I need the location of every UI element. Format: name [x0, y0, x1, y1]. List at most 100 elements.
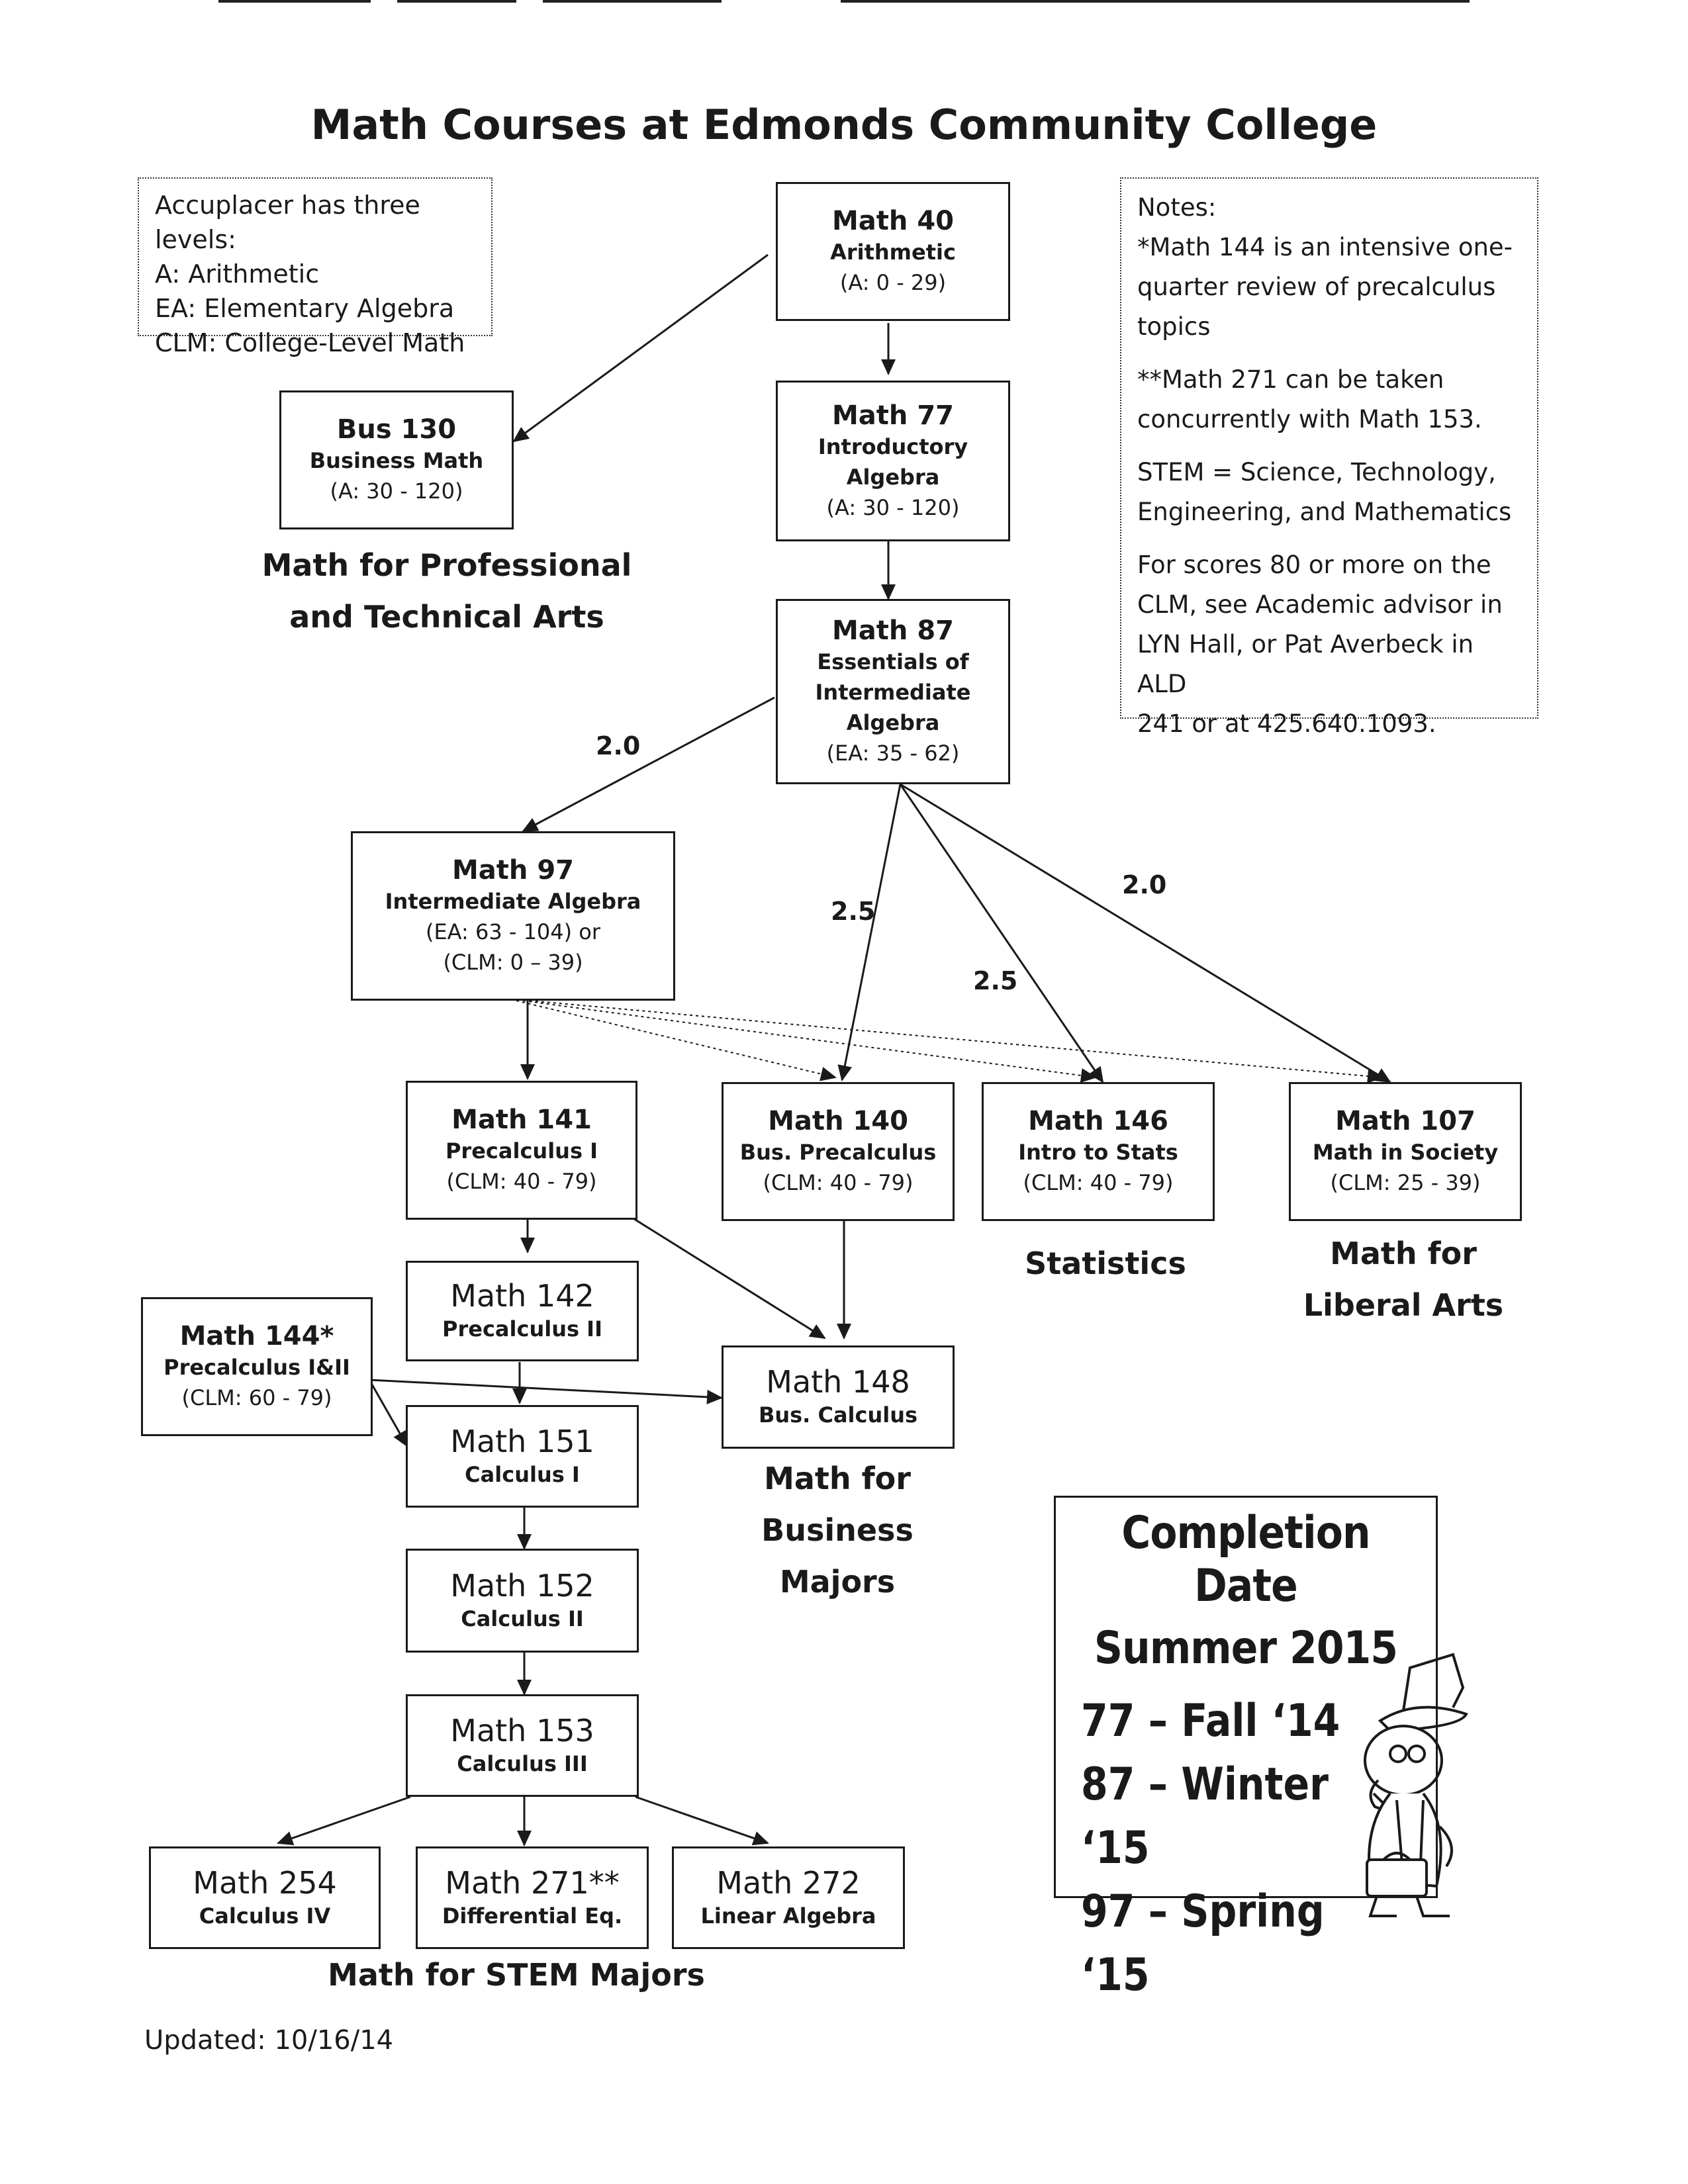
caption-line: and Technical Arts: [289, 599, 604, 635]
course-range: (A: 0 - 29): [839, 270, 947, 295]
caption-liberal-arts: Math for Liberal Arts: [1284, 1228, 1523, 1331]
course-range: (A: 30 - 120): [330, 478, 463, 504]
caption-line: Majors: [779, 1564, 896, 1600]
course-name: Intro to Stats: [1018, 1140, 1178, 1165]
course-range: (CLM: 40 - 79): [763, 1170, 914, 1195]
dotted-97-to-140: [516, 1000, 837, 1081]
course-math144: Math 144* Precalculus I&II (CLM: 60 - 79…: [141, 1297, 373, 1436]
caption-professional: Math for Professional and Technical Arts: [252, 539, 642, 643]
course-code: Math 271**: [445, 1864, 620, 1901]
course-math254: Math 254 Calculus IV: [149, 1846, 381, 1949]
completion-subheading: Summer 2015: [1094, 1622, 1398, 1674]
caption-line: Statistics: [1025, 1246, 1186, 1281]
course-bus130: Bus 130 Business Math (A: 30 - 120): [279, 390, 514, 529]
completion-term: 97 – Spring ‘15: [1081, 1886, 1325, 2001]
course-code: Math 254: [193, 1864, 337, 1901]
caption-line: Math for STEM Majors: [328, 1957, 705, 1993]
course-name: Arithmetic: [830, 240, 956, 265]
course-code: Bus 130: [336, 414, 457, 445]
course-math107: Math 107 Math in Society (CLM: 25 - 39): [1289, 1082, 1522, 1221]
completion-term: 77 – Fall ‘14: [1081, 1695, 1340, 1747]
note-line: CLM, see Academic advisor in: [1137, 590, 1503, 619]
course-name: Intermediate Algebra: [385, 889, 641, 914]
course-range: (A: 30 - 120): [826, 494, 960, 520]
caption-line: Business: [761, 1512, 914, 1548]
course-name: Algebra: [846, 710, 940, 735]
arrow-87-to-97: [522, 696, 775, 833]
course-math87: Math 87 Essentials of Intermediate Algeb…: [776, 599, 1010, 784]
course-range: (CLM: 25 - 39): [1330, 1170, 1481, 1195]
arrow-153-to-254: [277, 1796, 411, 1846]
course-name: Calculus I: [465, 1461, 580, 1487]
course-name: Calculus III: [457, 1751, 588, 1776]
course-code: Math 153: [450, 1712, 594, 1749]
course-math141: Math 141 Precalculus I (CLM: 40 - 79): [406, 1081, 637, 1220]
course-name: Calculus II: [461, 1606, 584, 1631]
accuplacer-legend: Accuplacer has three levels: A: Arithmet…: [138, 177, 492, 357]
course-name: Precalculus I&II: [164, 1355, 350, 1380]
notes-box: Notes: *Math 144 is an intensive one- qu…: [1120, 177, 1538, 738]
completion-sign: Completion Date Summer 2015 77 – Fall ‘1…: [1054, 1496, 1438, 2001]
course-math272: Math 272 Linear Algebra: [672, 1846, 905, 1949]
course-math140: Math 140 Bus. Precalculus (CLM: 40 - 79): [722, 1082, 955, 1221]
grade-label: 2.5: [831, 897, 876, 926]
course-range: (EA: 63 - 104) or: [425, 919, 601, 944]
notes-heading: Notes:: [1137, 193, 1217, 222]
course-name: Introductory: [818, 433, 968, 459]
note-line: For scores 80 or more on the: [1137, 551, 1491, 579]
course-math151: Math 151 Calculus I: [406, 1405, 639, 1508]
course-name: Essentials of: [817, 649, 969, 674]
course-name: Math in Society: [1312, 1140, 1499, 1165]
arrow-87-to-107: [900, 783, 1391, 1083]
note-line: LYN Hall, or Pat Averbeck in ALD: [1137, 630, 1474, 698]
legend-item: EA: Elementary Algebra: [155, 294, 455, 323]
course-name: Linear Algebra: [700, 1903, 876, 1929]
course-code: Math 141: [451, 1105, 592, 1135]
course-code: Math 272: [716, 1864, 861, 1901]
note-line: **Math 271 can be taken: [1137, 365, 1444, 394]
course-name: Calculus IV: [199, 1903, 331, 1929]
course-math77: Math 77 Introductory Algebra (A: 30 - 12…: [776, 381, 1010, 541]
legend-item: CLM: College-Level Math: [155, 328, 465, 357]
course-name: Business Math: [309, 448, 484, 473]
grade-label: 2.5: [973, 966, 1018, 995]
note-line: quarter review of precalculus: [1137, 273, 1496, 301]
course-math148: Math 148 Bus. Calculus: [722, 1345, 955, 1449]
arrow-87-to-146: [899, 784, 1104, 1083]
course-name: Bus. Calculus: [758, 1402, 918, 1428]
arrow-153-to-272: [635, 1796, 769, 1846]
page-title: Math Courses at Edmonds Community Colleg…: [310, 101, 1378, 149]
caption-line: Liberal Arts: [1303, 1287, 1504, 1323]
top-rule: [841, 0, 1470, 3]
caption-statistics: Statistics: [993, 1238, 1218, 1289]
arrow-144-to-148: [369, 1379, 723, 1404]
caption-line: Math for Professional: [261, 547, 632, 583]
course-range: (CLM: 40 - 79): [446, 1169, 597, 1194]
note-line: *Math 144 is an intensive one-: [1137, 233, 1513, 261]
course-code: Math 148: [766, 1364, 910, 1400]
caption-line: Math for: [764, 1461, 911, 1496]
grade-label: 2.0: [1122, 870, 1167, 899]
note-line: 241 or at 425.640.1093.: [1137, 709, 1436, 738]
dotted-97-to-107: [529, 1000, 1383, 1083]
course-range: (EA: 35 - 62): [826, 741, 960, 766]
course-math271: Math 271** Differential Eq.: [416, 1846, 649, 1949]
course-math40: Math 40 Arithmetic (A: 0 - 29): [776, 182, 1010, 321]
caption-business: Math for Business Majors: [728, 1453, 947, 1608]
course-code: Math 146: [1028, 1106, 1168, 1136]
course-range: (CLM: 0 – 39): [443, 950, 583, 975]
course-name: Precalculus I: [445, 1138, 598, 1163]
course-code: Math 87: [832, 615, 954, 646]
course-range: (CLM: 40 - 79): [1023, 1170, 1174, 1195]
course-code: Math 151: [450, 1423, 594, 1459]
course-range: (CLM: 60 - 79): [181, 1385, 332, 1410]
course-code: Math 40: [832, 206, 954, 236]
arrow-144-to-151: [368, 1379, 408, 1447]
completion-heading: Completion Date: [1121, 1507, 1370, 1612]
updated-date: Updated: 10/16/14: [144, 2025, 394, 2056]
course-math152: Math 152 Calculus II: [406, 1549, 639, 1653]
completion-term: 87 – Winter ‘15: [1081, 1758, 1329, 1874]
caption-stem: Math for STEM Majors: [285, 1949, 748, 2001]
note-line: concurrently with Math 153.: [1137, 405, 1482, 433]
note-line: STEM = Science, Technology,: [1137, 458, 1496, 486]
